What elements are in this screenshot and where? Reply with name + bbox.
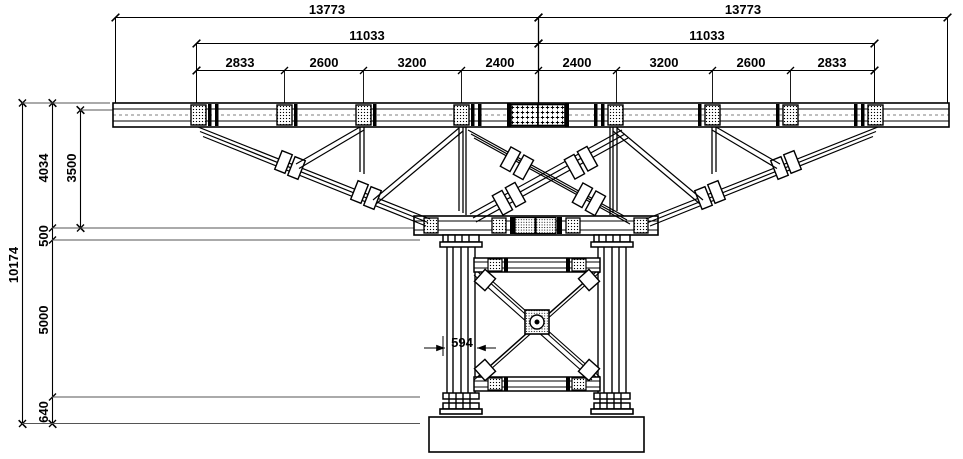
column-base-right: [590, 392, 634, 415]
dim-height-5000: 5000: [36, 306, 51, 335]
dim-panel-8: 2833: [818, 55, 847, 70]
left-dimension-labels: 10174 4034 500 5000 640 3500: [6, 153, 79, 423]
dim-panel-3: 3200: [398, 55, 427, 70]
dim-height-4034: 4034: [36, 153, 51, 183]
dim-panel-6: 3200: [650, 55, 679, 70]
truss-right: [609, 126, 879, 227]
dim-pier-width: 594: [451, 335, 473, 350]
column-bases: [439, 392, 634, 415]
pier-columns: [446, 247, 627, 397]
bottom-chord-beam: [413, 215, 659, 236]
dim-overall-left: 13773: [309, 2, 345, 17]
pier-x-bracing: [473, 268, 601, 382]
top-dimension-labels: 13773 13773 11033 11033 2833 2600 3200 2…: [226, 2, 847, 70]
top-dimension-chains: [111, 13, 952, 103]
dim-truss-right: 11033: [689, 28, 724, 43]
dim-truss-left: 11033: [349, 28, 384, 43]
dim-panel-4: 2400: [486, 55, 515, 70]
pier-brace-centre-node: [524, 309, 550, 335]
left-dimension-chains: [18, 98, 420, 429]
column-base-left: [439, 392, 483, 415]
dim-panel-7: 2600: [737, 55, 766, 70]
foundation-block: [428, 416, 645, 453]
dim-overall-right: 13773: [725, 2, 761, 17]
dim-height-640: 640: [36, 401, 51, 423]
dim-height-500: 500: [36, 225, 51, 247]
pier-beam-lower: [473, 376, 601, 392]
deck-node-plates: [190, 103, 884, 127]
dim-panel-1: 2833: [226, 55, 255, 70]
bearing-right: [590, 234, 634, 248]
pier-column-right: [597, 247, 627, 397]
deck-centre-splice: [507, 103, 569, 127]
dim-panel-5: 2400: [563, 55, 592, 70]
dim-height-overall: 10174: [6, 246, 21, 283]
pier-beam-upper: [473, 257, 601, 273]
bearing-left: [439, 234, 483, 248]
pier-column-left: [446, 247, 476, 397]
dim-panel-2: 2600: [310, 55, 339, 70]
pier-cross-beams: [473, 257, 601, 392]
dim-height-3500: 3500: [64, 154, 79, 183]
pier-width-dimension: [424, 336, 496, 356]
truss-left: [197, 126, 631, 227]
